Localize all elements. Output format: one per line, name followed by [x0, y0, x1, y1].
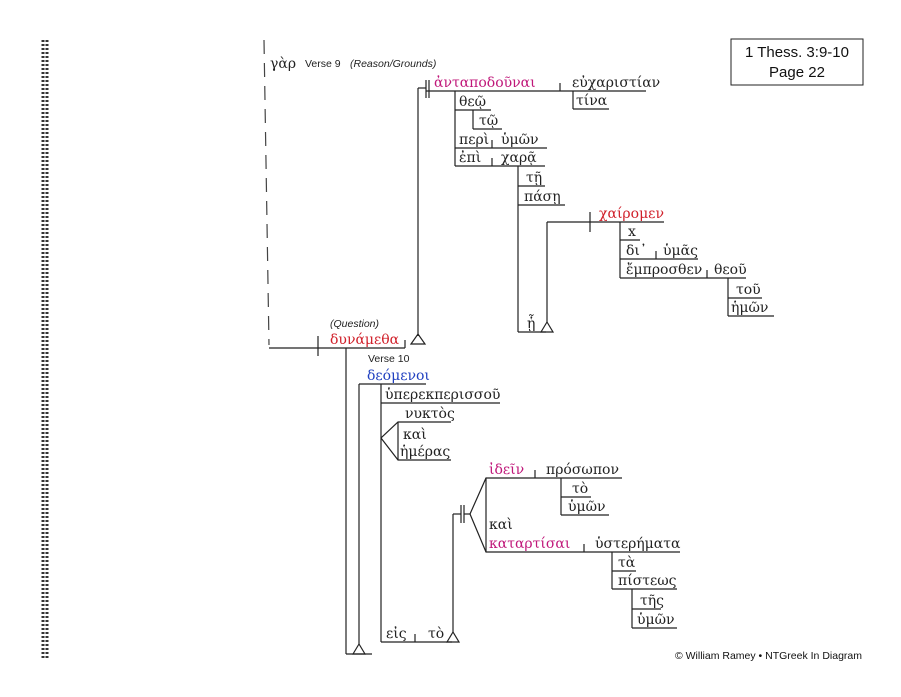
word-nyktos: νυκτὸς: [405, 406, 455, 422]
eis-pedestal: [445, 630, 461, 643]
label-verse-10: Verse 10: [368, 353, 410, 365]
reference-box: [730, 38, 864, 86]
word-he: ᾗ: [527, 313, 535, 332]
word-eis: εἰς: [386, 625, 407, 642]
word-tes: τῆς: [640, 593, 664, 609]
label-reason-grounds: (Reason/Grounds): [350, 58, 436, 70]
word-tina: τίνα: [576, 92, 608, 109]
word-chara: χαρᾷ: [501, 150, 537, 166]
word-hymon-2: ὑμῶν: [568, 498, 606, 515]
word-pisteos: πίστεως: [618, 572, 677, 589]
katartisai-line: [469, 513, 680, 553]
word-kai-1: καὶ: [403, 426, 427, 443]
word-te: τῇ: [526, 170, 542, 186]
word-idein: ἰδεῖν: [489, 461, 524, 478]
gar-connector: [263, 39, 270, 346]
deomenoi-pedestal: [351, 642, 367, 655]
word-to-acc: τὸ: [572, 481, 588, 497]
reference-line-1: 1 Thess. 3:9-10: [745, 44, 849, 61]
word-dynametha: δυνάμεθα: [330, 332, 400, 348]
word-hemeras: ἡμέρας: [400, 443, 450, 460]
word-chairomen: χαίρομεν: [599, 205, 664, 222]
word-katartisai: καταρτίσαι: [489, 535, 570, 552]
word-hymon-1: ὑμῶν: [501, 131, 539, 148]
he-pedestal: [539, 320, 555, 333]
word-di: δι᾽: [626, 243, 647, 259]
word-theo: θεῷ: [459, 94, 486, 110]
word-emprosthen: ἔμπροσθεν: [626, 261, 702, 278]
word-to-art: τὸ: [428, 626, 444, 642]
word-to-dat: τῷ: [479, 113, 498, 129]
copyright-text: © William Ramey • NTGreek In Diagram: [675, 650, 862, 662]
word-theou: θεοῦ: [714, 262, 747, 278]
word-eucharistian: εὐχαριστίαν: [572, 74, 660, 91]
word-kai-2: καὶ: [489, 516, 513, 533]
word-hysteremata: ὑστερήματα: [595, 535, 681, 552]
word-ta: τὰ: [618, 555, 636, 571]
word-hymas: ὑμᾶς: [663, 242, 698, 259]
word-prosopon: πρόσωπον: [546, 462, 619, 478]
label-question: (Question): [330, 318, 379, 330]
word-gar: γὰρ: [270, 56, 296, 72]
reference-line-2: Page 22: [769, 64, 825, 81]
hemeras-line: [380, 437, 451, 461]
word-peri: περὶ: [459, 131, 489, 148]
word-epi: ἐπὶ: [459, 149, 481, 166]
word-x: x: [628, 224, 636, 240]
label-verse-9: Verse 9: [305, 58, 341, 70]
word-hymon-3: ὑμῶν: [637, 611, 675, 628]
word-pase: πάσῃ: [524, 189, 561, 205]
word-hemon: ἡμῶν: [731, 299, 768, 316]
word-antapodounai: ἀνταποδοῦναι: [434, 74, 536, 91]
infinitive-pedestal: [409, 332, 427, 345]
word-deomenoi: δεόμενοι: [367, 368, 430, 384]
word-tou: τοῦ: [736, 282, 761, 298]
word-hyperekperissou: ὑπερεκπερισσοῦ: [385, 386, 500, 403]
